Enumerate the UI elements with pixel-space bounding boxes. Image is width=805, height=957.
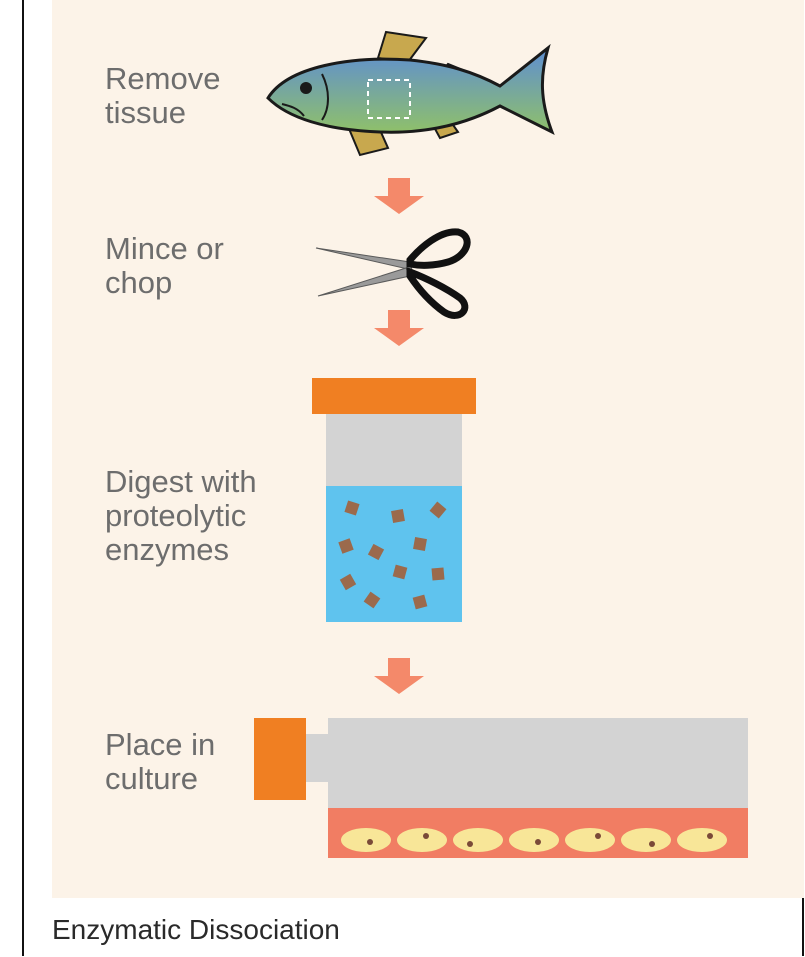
step-label-mince: Mince or chop: [105, 232, 224, 300]
flow-arrow: [374, 658, 424, 694]
step-label-remove-tissue: Remove tissue: [105, 62, 220, 130]
scissors-icon: [316, 232, 467, 316]
step-label-digest: Digest with proteolytic enzymes: [105, 465, 257, 567]
digestion-tube-icon: [312, 378, 476, 622]
figure-caption: Enzymatic Dissociation: [52, 914, 340, 946]
flow-arrow: [374, 310, 424, 346]
step-label-culture: Place in culture: [105, 728, 215, 796]
flow-arrow: [374, 178, 424, 214]
culture-flask-icon: [254, 718, 748, 858]
fish-icon: [268, 32, 552, 155]
